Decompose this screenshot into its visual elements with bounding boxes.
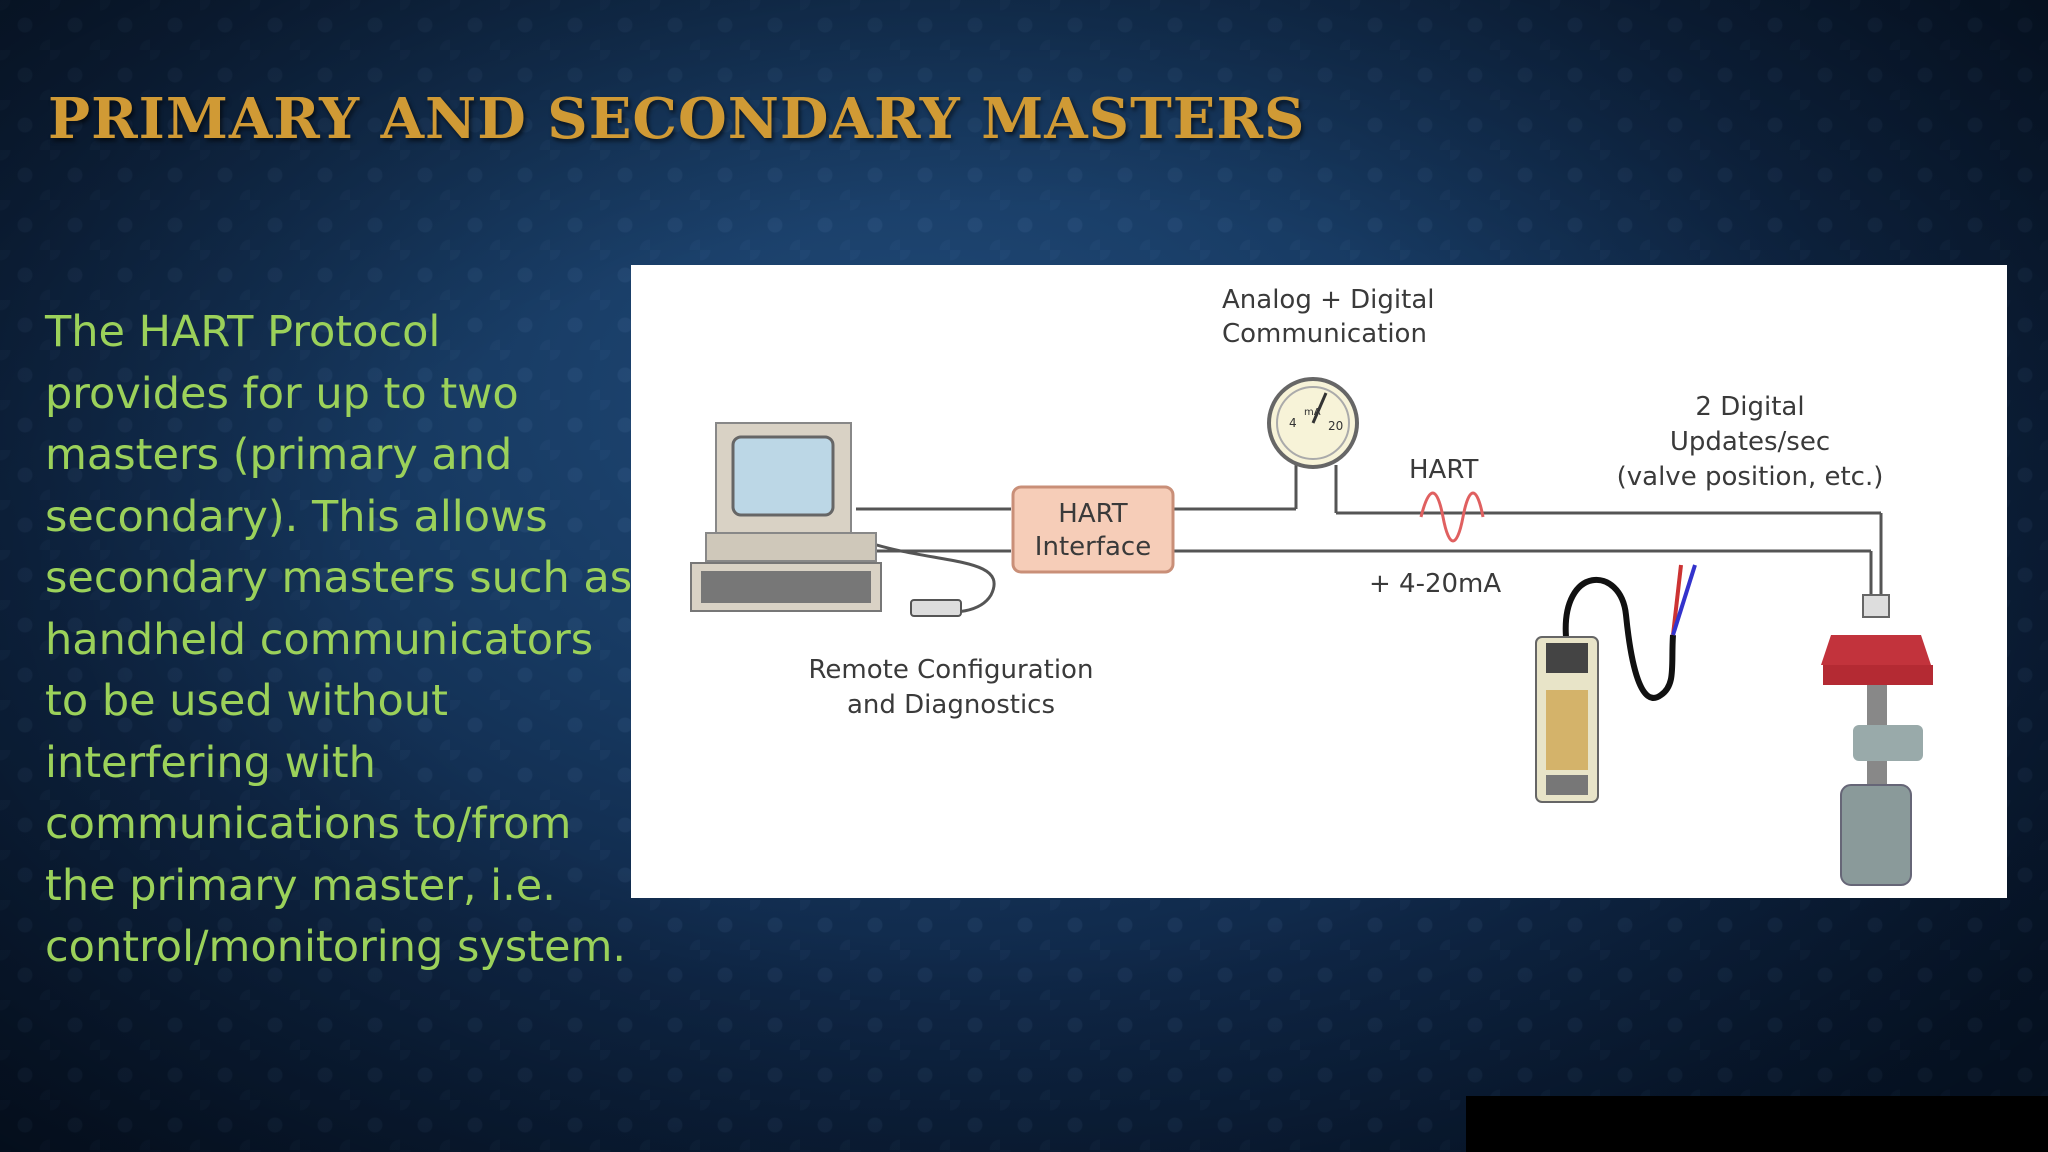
remote-label-2: and Diagnostics (847, 690, 1055, 720)
hart-interface-label-2: Interface (1035, 532, 1151, 562)
analog-digital-label-1: Analog + Digital (1222, 285, 1434, 315)
hart-diagram-svg: HART Interface 4 mA 20 Analog + Digital … (690, 285, 1933, 886)
gauge-scale-high: 20 (1328, 419, 1343, 433)
body-line: the primary master, i.e. (45, 860, 556, 911)
hart-diagram: HART Interface 4 mA 20 Analog + Digital … (631, 265, 2007, 898)
hart-signal-wave (1419, 491, 1485, 543)
updates-label-1: 2 Digital (1695, 392, 1804, 422)
body-line: secondary). This allows (45, 491, 548, 542)
body-text: The HART Protocol provides for up to two… (45, 302, 645, 979)
hart-label: HART (1409, 455, 1479, 485)
gauge-scale-unit: mA (1304, 407, 1321, 418)
gauge-icon: 4 mA 20 (1267, 377, 1359, 469)
handheld-communicator-icon (1535, 564, 1697, 803)
gauge-scale-low: 4 (1289, 416, 1297, 430)
control-valve-icon (1821, 594, 1933, 886)
body-line: communications to/from (45, 799, 572, 849)
slide-title: PRIMARY AND SECONDARY MASTERS (48, 86, 1306, 152)
hart-interface-box: HART Interface (1011, 485, 1175, 574)
body-line: The HART Protocol (45, 307, 441, 357)
updates-label-2: Updates/sec (1670, 427, 1830, 457)
wiring (856, 465, 1883, 615)
body-line: handheld communicators (45, 614, 594, 665)
hart-interface-label-1: HART (1058, 499, 1128, 529)
computer-icon (690, 422, 962, 617)
body-line: masters (primary and (45, 430, 513, 480)
body-line: to be used without (45, 676, 448, 726)
body-line: secondary masters such as (45, 553, 633, 603)
remote-label-1: Remote Configuration (809, 655, 1094, 685)
updates-label-3: (valve position, etc.) (1617, 462, 1884, 492)
body-line: control/monitoring system. (45, 922, 627, 972)
black-bar (1466, 1096, 2048, 1152)
analog-digital-label-2: Communication (1222, 319, 1427, 349)
body-line: provides for up to two (45, 368, 519, 419)
body-line: interfering with (45, 737, 376, 788)
current-label: + 4-20mA (1369, 569, 1501, 599)
